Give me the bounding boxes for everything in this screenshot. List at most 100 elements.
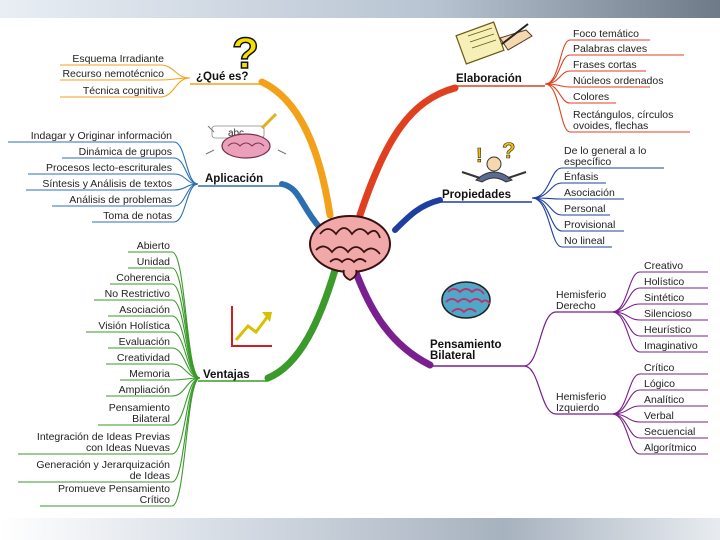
branch-title-elaboracion: Elaboración: [456, 73, 522, 85]
main-branches: [258, 78, 459, 382]
svg-text:abc: abc: [228, 128, 244, 139]
item-ventajas-7: Creatividad: [117, 352, 170, 364]
item-ventajas-9: Ampliación: [119, 384, 171, 396]
line-propiedades-1: [531, 182, 606, 199]
line-elaboracion-5: [544, 83, 690, 133]
branch-title-propiedades: Propiedades: [442, 189, 511, 201]
item-propiedades-5: No lineal: [564, 235, 605, 247]
writing-hand-icon: [455, 21, 533, 65]
item-aplicacion-0: Indagar y Originar información: [31, 130, 172, 142]
line-ventajas-4: [108, 315, 201, 379]
item-derecho-0: Creativo: [644, 260, 683, 272]
line-to-derecho: [523, 311, 612, 367]
line-ventajas-13: [40, 377, 201, 507]
item-elaboracion-2: Frases cortas: [573, 59, 637, 71]
abc-brain-icon: abc: [205, 112, 287, 159]
branch-title-ventajas: Ventajas: [203, 369, 250, 381]
line-ventajas-3: [94, 299, 201, 379]
item-ventajas-8: Memoria: [129, 368, 170, 380]
item-ventajas-6: Evaluación: [119, 336, 171, 348]
line-ventajas-9: [106, 377, 201, 397]
line-izquierdo-2: [611, 405, 708, 415]
growth-arrow-icon: [231, 306, 272, 347]
item-aplicacion-4: Análisis de problemas: [69, 194, 172, 206]
sub-branch-lines: [8, 39, 708, 507]
item-ventajas-0: Abierto: [137, 240, 170, 252]
brain-hemispheres-icon: [441, 281, 491, 319]
bottom-gradient-bar: [0, 518, 720, 540]
question-mark-icon: ?: [231, 28, 259, 79]
item-izquierdo-3: Verbal: [644, 410, 674, 422]
item-que-es-1: Recurso nemotécnico: [62, 68, 164, 80]
item-elaboracion-3: Núcleos ordenados: [573, 75, 663, 87]
top-gradient-bar: [0, 0, 720, 18]
branch-que-es-line: [258, 78, 334, 219]
item-propiedades-1: Énfasis: [564, 170, 598, 183]
line-aplicacion-2: [28, 173, 199, 185]
item-ventajas-3: No Restrictivo: [105, 288, 171, 300]
item-ventajas-4: Asociación: [119, 304, 170, 316]
branch-title-que-es: ¿Qué es?: [196, 71, 248, 83]
item-propiedades-4: Provisional: [564, 219, 615, 231]
item-aplicacion-5: Toma de notas: [103, 210, 172, 222]
item-propiedades-2: Asociación: [564, 187, 615, 199]
item-elaboracion-0: Foco temático: [573, 28, 639, 40]
item-elaboracion-4: Colores: [573, 91, 609, 103]
line-propiedades-5: [531, 197, 612, 248]
svg-text:!: !: [476, 145, 483, 167]
item-derecho-3: Silencioso: [644, 308, 692, 320]
svg-text:?: ?: [232, 29, 259, 78]
item-aplicacion-3: Síntesis y Análisis de textos: [42, 178, 172, 190]
branch-pensamiento-line: [351, 266, 434, 369]
item-izquierdo-2: Analítico: [644, 394, 684, 406]
branch-title-aplicacion: Aplicación: [205, 173, 263, 185]
item-izquierdo-5: Algorítmico: [644, 442, 697, 454]
branch-ventajas-line: [264, 266, 339, 382]
line-ventajas-7: [106, 363, 201, 379]
item-izquierdo-1: Lógico: [644, 378, 675, 390]
item-ventajas-1: Unidad: [137, 256, 170, 268]
line-to-izquierdo: [523, 365, 612, 415]
svg-text:?: ?: [502, 138, 515, 163]
line-aplicacion-5: [92, 183, 199, 223]
item-ventajas-2: Coherencia: [116, 272, 170, 284]
item-aplicacion-2: Procesos lecto-escriturales: [46, 162, 172, 174]
line-propiedades-0: [531, 167, 664, 199]
line-que-es-2: [60, 77, 191, 98]
line-derecho-2: [611, 303, 708, 313]
item-elaboracion-1: Palabras claves: [573, 43, 647, 55]
line-elaboracion-4: [544, 83, 616, 104]
item-izquierdo-4: Secuencial: [644, 426, 695, 438]
branch-elaboracion-line: [356, 84, 459, 219]
branch-propiedades-line: [392, 197, 443, 233]
line-ventajas-10: [98, 377, 201, 426]
item-aplicacion-1: Dinámica de grupos: [79, 146, 172, 158]
line-ventajas-2: [110, 283, 201, 379]
line-derecho-5: [611, 311, 708, 353]
item-derecho-1: Holístico: [644, 276, 684, 288]
item-derecho-4: Heurístico: [644, 324, 691, 336]
item-derecho-5: Imaginativo: [644, 340, 698, 352]
line-elaboracion-1: [544, 54, 684, 85]
branch-aplicacion-line: [279, 181, 323, 231]
item-izquierdo-0: Crítico: [644, 362, 674, 374]
item-que-es-0: Esquema Irradiante: [72, 53, 164, 65]
line-elaboracion-2: [544, 70, 646, 85]
thinking-person-icon: ! ?: [461, 138, 527, 183]
item-que-es-2: Técnica cognitiva: [83, 85, 164, 97]
item-propiedades-3: Personal: [564, 203, 605, 215]
line-izquierdo-5: [611, 413, 708, 455]
brain-icon: [309, 215, 391, 282]
